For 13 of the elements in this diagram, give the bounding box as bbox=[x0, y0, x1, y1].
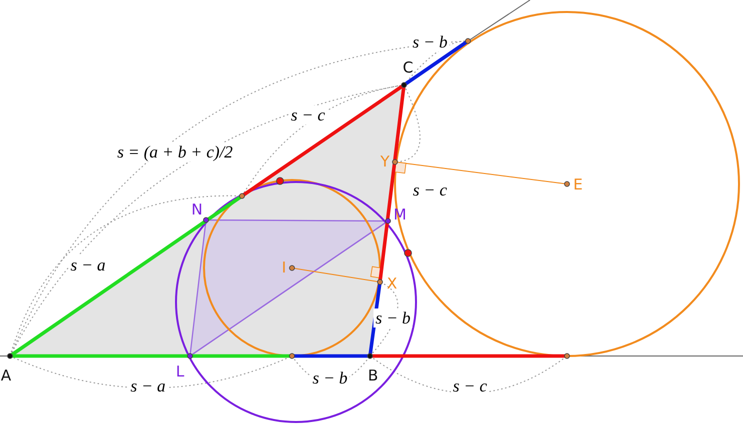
point-label: I bbox=[282, 260, 286, 276]
point-label: C bbox=[402, 60, 414, 76]
length-label: s − c bbox=[288, 106, 328, 124]
length-label: s − b bbox=[373, 308, 413, 328]
point-label: N bbox=[191, 202, 203, 218]
formula-label: s = (a + b + c)/2 bbox=[115, 142, 235, 162]
point-label: E bbox=[573, 178, 583, 192]
length-label: s − b bbox=[410, 32, 450, 52]
point-label: Y bbox=[380, 154, 390, 170]
point-label: A bbox=[0, 368, 12, 384]
point-label: L bbox=[176, 364, 184, 380]
point-label: B bbox=[368, 368, 378, 384]
point-label: X bbox=[386, 276, 398, 292]
